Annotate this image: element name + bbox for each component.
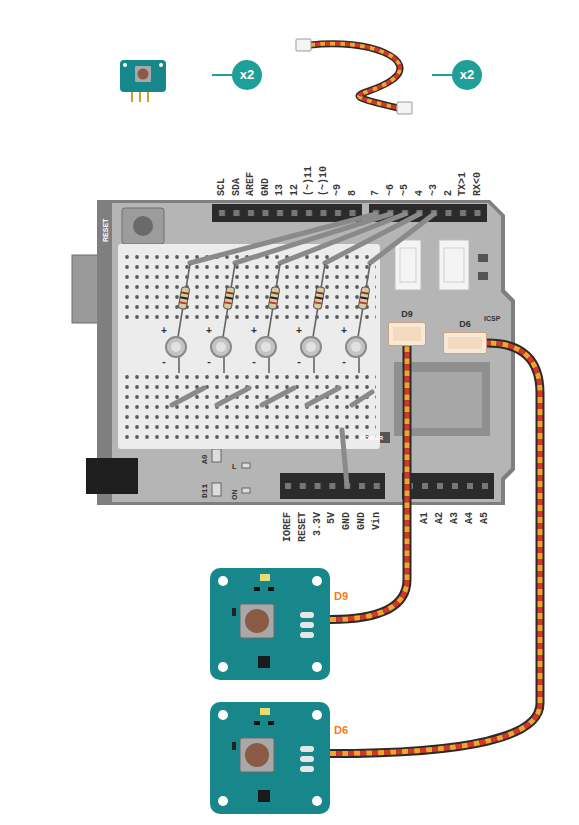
polarity-mark: + [205,327,213,337]
module-icon [120,60,166,102]
board-label: D11 [201,484,209,498]
board-label: ICSP [484,315,500,322]
pin-label: A5 [480,512,490,524]
pin-label: A2 [435,512,445,524]
pin-label: GND [357,512,367,530]
polarity-mark: - [295,358,303,368]
led-l [242,463,250,468]
pin-label: A3 [450,512,460,524]
shield-board [112,203,511,502]
pin-label: Vin [372,512,382,530]
power-jack [86,458,138,494]
polarity-mark: + [340,327,348,337]
status-led [478,254,488,262]
reset-button [122,208,164,244]
polarity-mark: - [250,358,258,368]
button-module: D9 [210,568,330,680]
port-label: D6 [459,320,471,330]
pin-label: RX<0 [473,172,483,196]
pin-label: GND [261,178,271,196]
polarity-mark: + [160,327,168,337]
pin-label: ~5 [400,184,410,196]
pin-label: AREF [246,172,256,196]
led-on [242,488,250,493]
jumper [212,483,221,496]
pin-label: 3.3V [313,512,323,536]
grove-connector: D9 [388,322,426,346]
board-label: L [232,463,236,470]
board-label: ON [231,490,238,501]
leader-line [212,74,232,76]
count-badge: x2 [452,60,482,90]
pin-label: GND [342,512,352,530]
polarity-mark: - [340,358,348,368]
pin-label: TX>1 [458,172,468,196]
pin-label: 12 [290,184,300,196]
cable-icon [296,39,412,114]
resistor-symbol [178,264,370,337]
pin-label: IOREF [283,512,293,542]
grove-connector: D6 [443,332,487,354]
pin-label: 13 [275,184,285,196]
pin-label: ~6 [386,184,396,196]
ground-wire [172,388,372,486]
pin-label: 2 [444,190,454,196]
jumper-wire [190,214,434,263]
grove-socket [439,240,469,290]
pin-label: A1 [420,512,430,524]
button-module: D6 [210,702,330,814]
count-label: x2 [240,68,254,82]
board-label: RESET [102,219,109,242]
pin-header [402,473,494,499]
leader-line [432,74,452,76]
polarity-mark: + [250,327,258,337]
pin-label: D9 [334,590,348,602]
jumper [212,449,221,462]
module-board [210,702,330,814]
pin-label: 7 [371,190,381,196]
pin-label: A4 [465,512,475,524]
polarity-mark: + [295,327,303,337]
pin-label: ~3 [429,184,439,196]
pin-label: (~)11 [304,166,314,196]
pin-label: 5V [327,512,337,524]
pin-label: ~9 [333,184,343,196]
pin-label: (~)10 [319,166,329,196]
pin-header [212,204,362,222]
grove-cable [330,346,407,620]
grove-cable [330,343,540,754]
polarity-mark: - [205,358,213,368]
arduino-board [97,200,515,505]
pin-header [280,473,385,499]
pin-label: 8 [348,190,358,196]
count-label: x2 [460,68,474,82]
polarity-mark: - [160,358,168,368]
pin-label: RESET [298,512,308,542]
grove-socket [395,240,421,290]
breadboard [118,244,380,449]
count-badge: x2 [232,60,262,90]
port-label: D9 [401,310,413,320]
pin-label: D6 [334,724,348,736]
status-led [478,272,488,280]
pin-label: SDA [232,178,242,196]
pin-label: 4 [415,190,425,196]
led-symbol [166,337,366,373]
pin-label: SCL [217,178,227,196]
board-label: A0 [201,454,209,464]
module-board [210,568,330,680]
board-label: POWER [361,435,384,441]
